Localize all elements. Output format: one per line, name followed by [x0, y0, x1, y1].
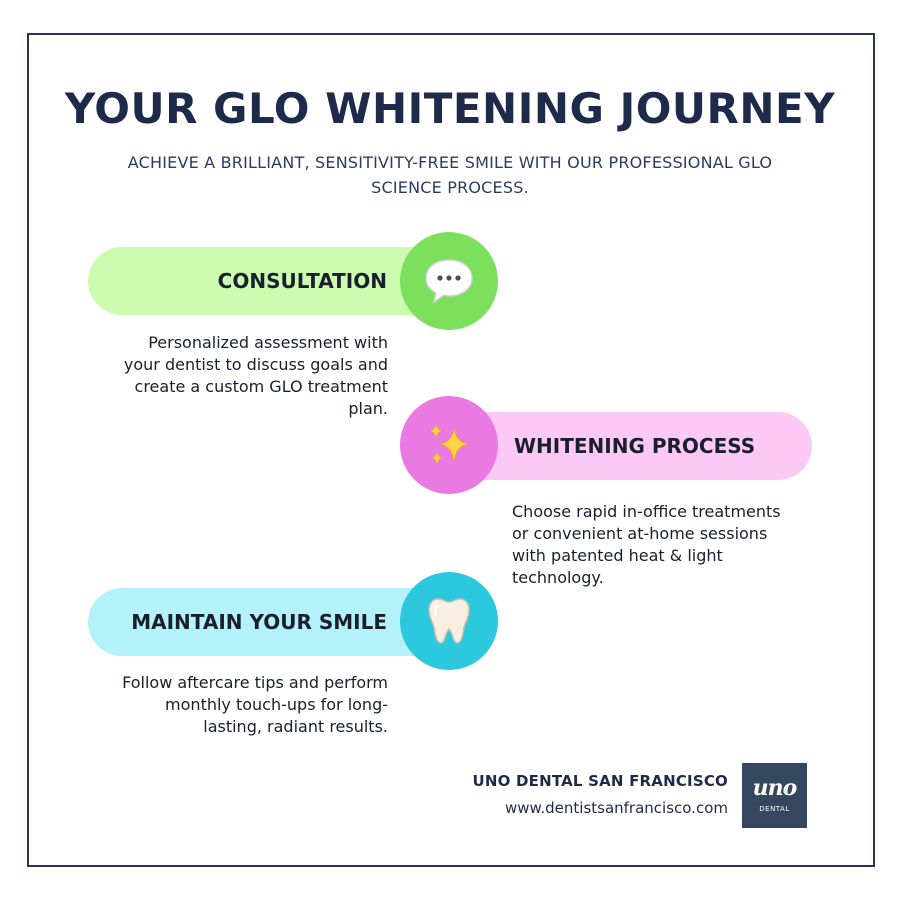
step-consultation-title: CONSULTATION: [217, 269, 387, 293]
infographic-frame: [27, 33, 875, 867]
step-maintain-description: Follow aftercare tips and perform monthl…: [122, 673, 388, 736]
logo-sub-text: DENTAL: [759, 805, 790, 813]
step-whitening-badge: [400, 396, 498, 494]
tooth-icon: [428, 598, 470, 644]
logo-script-text: uno: [752, 775, 798, 801]
sparkles-icon: [429, 423, 469, 465]
website-link[interactable]: www.dentistsanfrancisco.com: [504, 799, 728, 817]
uno-dental-logo: uno DENTAL: [742, 763, 807, 828]
speech-bubble-icon: [425, 259, 473, 304]
step-maintain-banner: MAINTAIN YOUR SMILE: [88, 588, 448, 656]
step-maintain-title: MAINTAIN YOUR SMILE: [131, 610, 387, 634]
step-whitening-banner: WHITENING PROCESS: [452, 412, 812, 480]
practice-name: UNO DENTAL SAN FRANCISCO: [472, 772, 728, 790]
step-consultation-description: Personalized assessment with your dentis…: [123, 333, 388, 418]
step-whitening-description: Choose rapid in-office treatments or con…: [512, 502, 781, 587]
page-subtitle: ACHIEVE A BRILLIANT, SENSITIVITY-FREE SM…: [127, 153, 773, 197]
step-whitening-title: WHITENING PROCESS: [514, 434, 756, 458]
page-title: YOUR GLO WHITENING JOURNEY: [64, 84, 836, 133]
step-consultation-banner: CONSULTATION: [88, 247, 448, 315]
step-consultation-badge: [400, 232, 498, 330]
step-maintain-badge: [400, 572, 498, 670]
